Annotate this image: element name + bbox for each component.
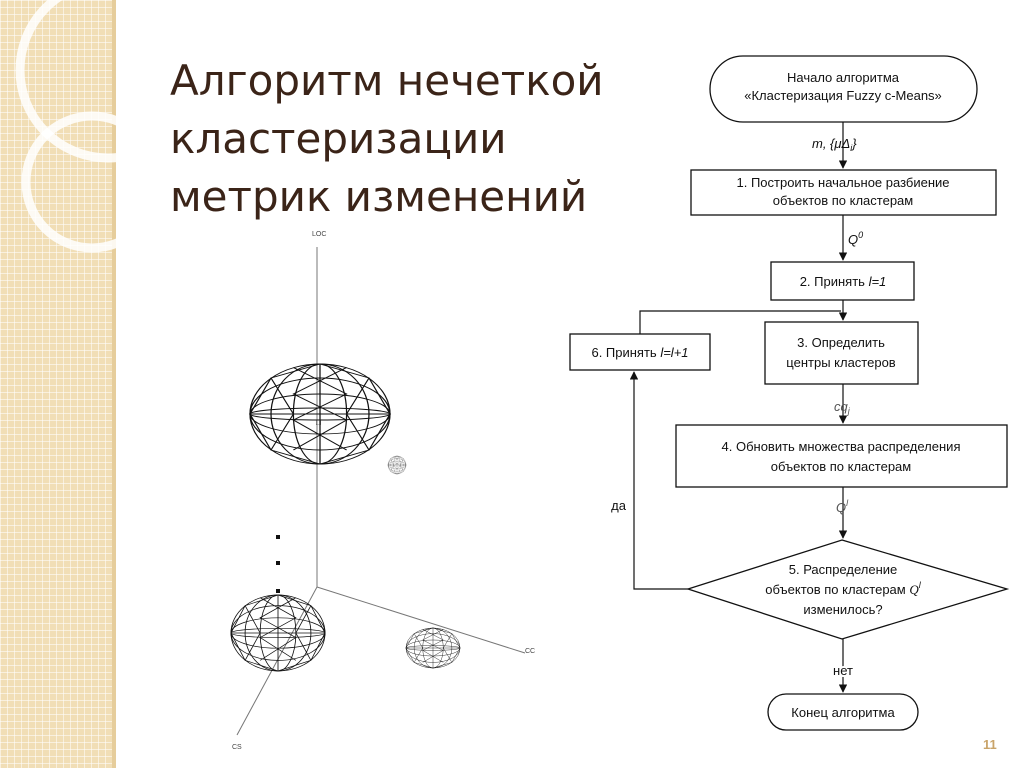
page-number: 11 [983, 737, 997, 752]
decorative-rings [15, 0, 200, 253]
axis-right [316, 586, 526, 654]
input-params-label: m, {μΔi} [812, 136, 857, 153]
cluster-3d-plot: LOC CC CS □ [230, 231, 535, 751]
step6-box [569, 333, 711, 371]
cluster-center-marker: □ [316, 418, 321, 427]
cluster-sphere-tiny [387, 455, 407, 475]
yes-label: да [611, 498, 627, 513]
step3-line-1: 3. Определить [797, 335, 885, 350]
start-node-line-2: «Кластеризация Fuzzy c-Means» [744, 88, 942, 103]
step2-box [770, 261, 915, 301]
step5-line-2: объектов по кластерам Ql [765, 580, 921, 597]
axis-label-front: CS [232, 744, 242, 751]
axis-label-right: CC [525, 648, 535, 655]
no-label: нет [833, 663, 853, 678]
cluster-sphere-lower-left [230, 594, 326, 672]
axis-front [236, 586, 318, 736]
axis-label-vertical: LOC [312, 231, 326, 238]
step5-line-3: изменилось? [803, 602, 882, 617]
ql-label: Ql [836, 498, 849, 515]
decorative-ring-upper [15, 0, 200, 163]
title-line-3: метрик изменений [170, 172, 588, 221]
step4-line-1: 4. Обновить множества распределения [722, 439, 961, 454]
cluster-sphere-lower-right [405, 627, 461, 669]
step1-box [690, 169, 997, 216]
step4-box [675, 424, 1008, 488]
title-line-2: кластеризации [170, 114, 507, 163]
arrow-step6-step3 [639, 310, 841, 334]
step5-decision [685, 539, 1010, 640]
point-marker [276, 561, 280, 565]
q0-label: Q0 [848, 230, 863, 247]
decorative-ring-lower [21, 111, 163, 253]
arrow-yes-loop [629, 371, 688, 590]
point-marker [276, 589, 280, 593]
cq-label: cqj [834, 399, 851, 416]
start-node-line-1: Начало алгоритма [787, 70, 900, 85]
title-line-1: Алгоритм нечеткой [170, 56, 604, 105]
end-node-label: Конец алгоритма [791, 705, 895, 720]
end-node [767, 693, 919, 731]
sidebar-edge [112, 0, 116, 768]
step5-line-1: 5. Распределение [789, 562, 898, 577]
step6-label: 6. Принять l=l+1 [591, 345, 688, 360]
step1-line-1: 1. Построить начальное разбиение [736, 175, 949, 190]
step4-line-2: объектов по кластерам [771, 459, 912, 474]
slide-title: Алгоритм нечеткой кластеризации метрик и… [170, 52, 620, 226]
step3-box [764, 321, 919, 385]
step3-line-2: центры кластеров [786, 355, 895, 370]
step2-label: 2. Принять l=1 [800, 274, 887, 289]
step1-line-2: объектов по кластерам [773, 193, 914, 208]
point-marker [276, 535, 280, 539]
flowchart: Начало алгоритма «Кластеризация Fuzzy c-… [569, 55, 1010, 731]
cluster-sphere-large [249, 363, 391, 465]
